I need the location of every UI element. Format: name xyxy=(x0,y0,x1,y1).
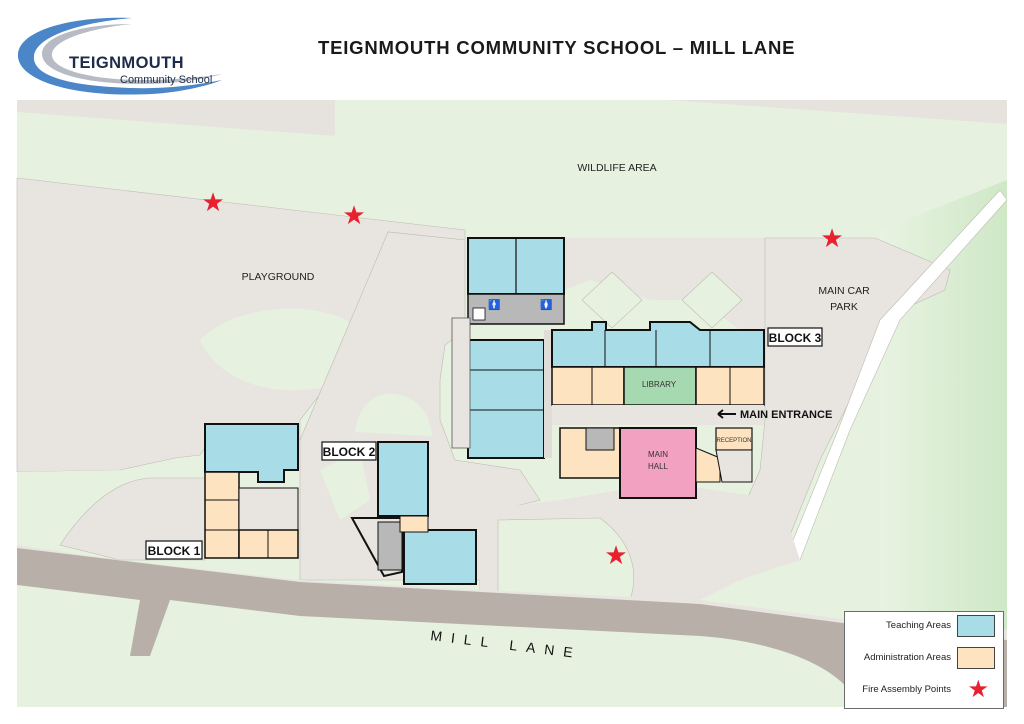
female-toilet-icon: 🚺 xyxy=(540,298,552,311)
playground-lawn xyxy=(200,308,368,391)
legend-fire: Fire Assembly Points ★ xyxy=(845,676,1003,704)
red-star-icon: ★ xyxy=(967,676,989,703)
teaching-swatch xyxy=(957,615,995,637)
top-right-path xyxy=(668,100,1007,124)
block1 xyxy=(204,423,299,559)
playground-label: PLAYGROUND xyxy=(242,271,315,283)
main-car-park xyxy=(719,237,951,581)
top-left-path xyxy=(17,100,335,136)
block3 xyxy=(551,321,765,499)
block3-label: BLOCK 3 xyxy=(769,331,822,345)
admin-swatch xyxy=(957,647,995,669)
red-star-icon: ★ xyxy=(201,187,224,217)
small-lawn xyxy=(320,450,370,520)
block1-label: BLOCK 1 xyxy=(148,544,201,558)
wildlife-area-label: WILDLIFE AREA xyxy=(577,162,656,174)
logo-name: TEIGNMOUTH xyxy=(69,54,184,72)
school-logo: TEIGNMOUTH Community School xyxy=(12,14,227,100)
logo-swoosh-icon xyxy=(17,17,222,95)
block2-label-box xyxy=(321,441,377,461)
block2-south xyxy=(350,441,477,585)
car-park-label-line2: PARK xyxy=(830,301,858,313)
legend-teaching: Teaching Areas xyxy=(845,612,1003,640)
car-park-label-line1: MAIN CAR xyxy=(818,285,870,297)
block2-label: BLOCK 2 xyxy=(323,445,376,459)
mill-lane-road xyxy=(17,548,1007,707)
main-hall-label-line2: HALL xyxy=(648,462,669,471)
legend-admin-label: Administration Areas xyxy=(863,652,951,663)
legend-admin: Administration Areas xyxy=(845,644,1003,672)
block1-label-box xyxy=(145,540,203,560)
red-star-icon: ★ xyxy=(820,223,843,253)
page-title: TEIGNMOUTH COMMUNITY SCHOOL – MILL LANE xyxy=(318,37,796,58)
north-court xyxy=(540,238,765,330)
main-entrance-label: MAIN ENTRANCE xyxy=(740,409,832,421)
logo-subtitle: Community School xyxy=(120,74,213,86)
access-road xyxy=(784,189,1008,561)
central-lawn xyxy=(355,393,432,436)
arrow-left-icon xyxy=(717,409,736,419)
library-label: LIBRARY xyxy=(642,380,677,389)
block3-label-box xyxy=(767,327,823,347)
diamond-lawn-1 xyxy=(581,271,643,329)
block2-north xyxy=(451,237,565,459)
legend-teaching-label: Teaching Areas xyxy=(886,620,951,631)
diamond-lawn-2 xyxy=(681,271,743,329)
reception-label: RECEPTION xyxy=(716,438,751,444)
red-star-icon: ★ xyxy=(342,200,365,230)
male-toilet-icon: 🚹 xyxy=(488,298,500,311)
wheelchair-icon xyxy=(472,307,486,321)
red-star-icon: ★ xyxy=(604,540,627,570)
legend-fire-label: Fire Assembly Points xyxy=(862,684,951,695)
map-legend: Teaching Areas Administration Areas Fire… xyxy=(844,611,1004,709)
main-hall-label-line1: MAIN xyxy=(648,450,668,459)
